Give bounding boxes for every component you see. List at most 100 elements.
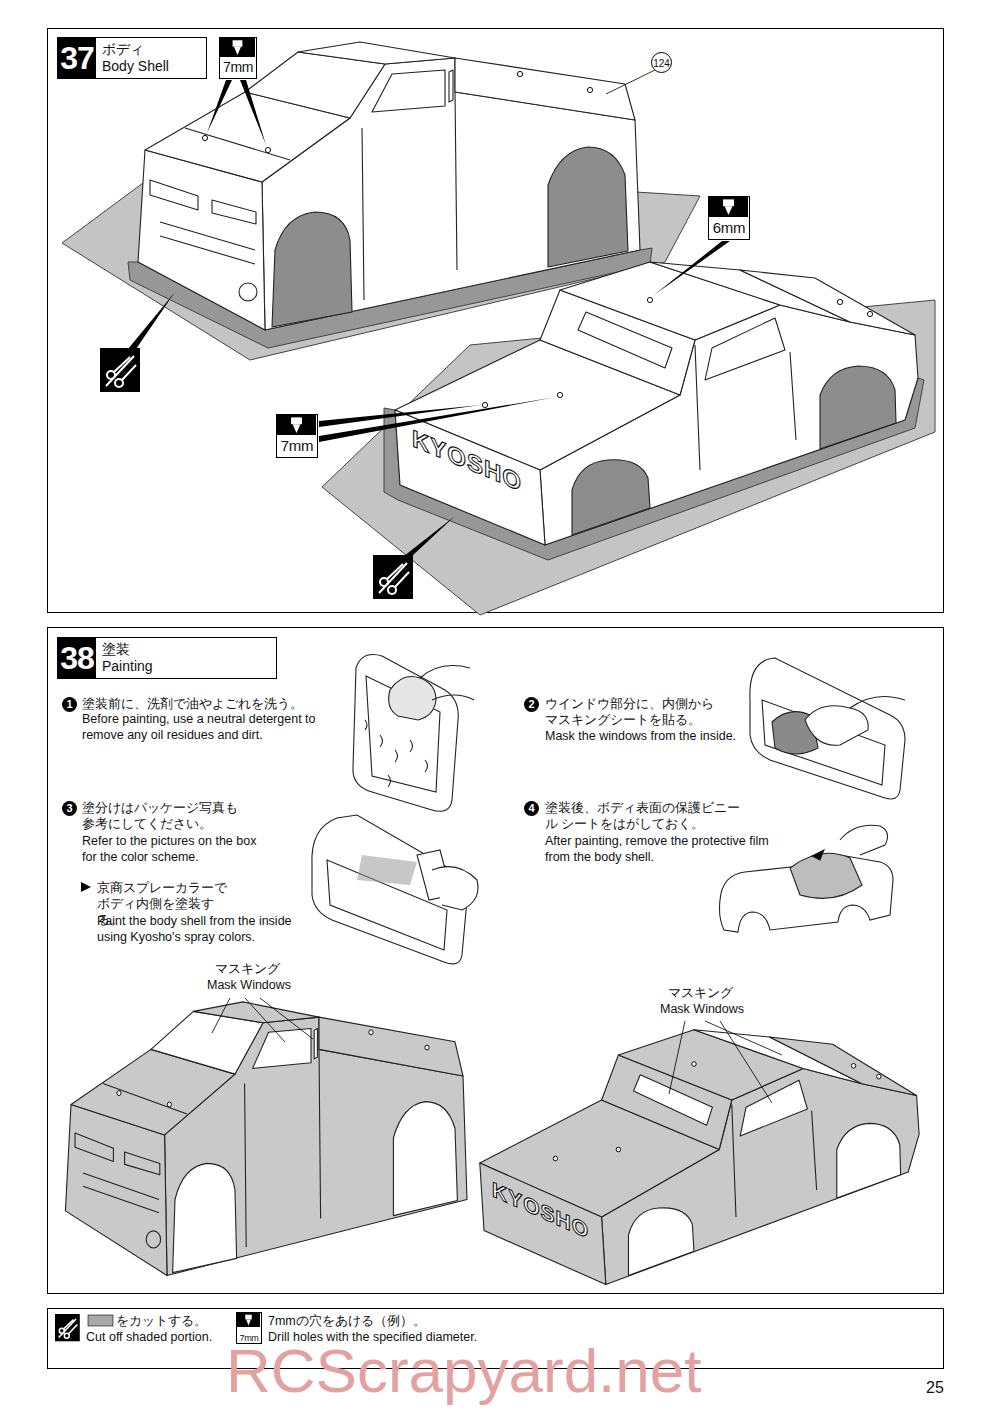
mask-label-en: Mask Windows bbox=[207, 977, 291, 993]
watermark: RCScrapyard.net bbox=[226, 1340, 702, 1402]
drill-size-icon: 7mm bbox=[219, 37, 257, 79]
mount-hole bbox=[167, 1102, 171, 1107]
mask-leader bbox=[669, 1021, 685, 1094]
mask-leader bbox=[705, 1021, 782, 1055]
fog-light bbox=[146, 1231, 160, 1248]
drill-symbol bbox=[220, 38, 255, 57]
window bbox=[634, 1075, 713, 1125]
wheel-arch bbox=[628, 1208, 694, 1276]
cut-icon bbox=[387, 564, 409, 587]
drill-leader bbox=[128, 80, 730, 556]
mask-illustration bbox=[850, 696, 905, 708]
instruction-ja: ウインドウ部分に、内側から マスキングシートを貼る。 bbox=[545, 696, 715, 728]
drill-symbol bbox=[237, 1313, 260, 1327]
mount-hole bbox=[482, 402, 487, 407]
mount-hole bbox=[867, 311, 872, 316]
drill-size: 7mm bbox=[281, 435, 313, 456]
step-number: 3 bbox=[62, 801, 77, 816]
drill-symbol bbox=[246, 1319, 251, 1325]
truck-body-front bbox=[138, 42, 640, 330]
drill-symbol bbox=[723, 199, 734, 206]
drill-symbol bbox=[245, 1315, 251, 1320]
film-illustration bbox=[840, 825, 888, 855]
drill-leader bbox=[207, 80, 232, 133]
mount-hole bbox=[692, 1062, 696, 1067]
headlight bbox=[212, 200, 256, 224]
cut-icon bbox=[100, 348, 140, 392]
drill-symbol bbox=[237, 1313, 260, 1327]
cut-icon bbox=[373, 555, 413, 599]
cut-icon bbox=[373, 555, 413, 599]
mask-label-en: Mask Windows bbox=[660, 1001, 744, 1017]
drill-leader bbox=[240, 80, 266, 145]
tailgate bbox=[395, 410, 545, 545]
cut-icon bbox=[114, 357, 136, 380]
mount-hole bbox=[553, 1156, 557, 1161]
mask-illustration bbox=[805, 706, 868, 746]
drill-size-icon: 6mm bbox=[708, 196, 750, 240]
instruction-en: After painting, remove the protective fi… bbox=[545, 833, 770, 865]
legend-en: Cut off shaded portion. bbox=[86, 1329, 212, 1345]
wash-illustration bbox=[366, 676, 440, 792]
drill-size: 6mm bbox=[713, 217, 745, 238]
cut-icon bbox=[64, 1333, 69, 1338]
step-number: 38 bbox=[58, 638, 96, 678]
body-line bbox=[732, 1105, 817, 1218]
wash-illustration bbox=[353, 655, 458, 812]
mount-hole bbox=[425, 1045, 429, 1050]
drill-size: 7mm bbox=[223, 57, 253, 77]
film-illustration bbox=[812, 850, 824, 860]
drill-symbol bbox=[725, 206, 733, 215]
drill-symbol bbox=[291, 417, 302, 424]
mount-hole bbox=[616, 1147, 620, 1152]
cut-icon bbox=[106, 356, 136, 387]
wash-illustration bbox=[389, 677, 436, 721]
window bbox=[314, 1029, 317, 1059]
drill-symbol bbox=[709, 197, 748, 217]
drill-leader bbox=[654, 241, 730, 295]
panel-frame bbox=[48, 29, 944, 613]
instruction-ja: 塗分けはパッケージ写真も 参考にしてください。 bbox=[82, 800, 240, 832]
body-bed bbox=[455, 58, 635, 120]
drill-leader bbox=[404, 516, 455, 556]
cut-icon bbox=[59, 1328, 64, 1333]
cut-icon bbox=[59, 1319, 78, 1338]
step-title: ボディ Body Shell bbox=[102, 41, 174, 75]
body-bed bbox=[319, 1017, 463, 1076]
shade-swatch bbox=[88, 1315, 113, 1326]
part-number: 124 bbox=[653, 55, 670, 73]
wheel-arch bbox=[548, 147, 628, 267]
headlight bbox=[75, 1133, 113, 1162]
drill-symbol bbox=[709, 197, 748, 217]
mask-illustration bbox=[750, 658, 905, 799]
headlight bbox=[150, 180, 198, 210]
mask-label-ja: マスキング bbox=[215, 961, 280, 977]
spray-illustration bbox=[432, 867, 478, 910]
step-number: 4 bbox=[524, 801, 539, 816]
body-line bbox=[695, 345, 796, 470]
mount-hole bbox=[587, 87, 592, 92]
headlight bbox=[125, 1152, 160, 1175]
wheel-arch bbox=[272, 212, 352, 327]
mount-hole bbox=[877, 1074, 881, 1079]
mount-hole bbox=[117, 1091, 121, 1096]
cut-icon bbox=[64, 1320, 78, 1334]
mask-leader bbox=[260, 998, 313, 1039]
body-sheet bbox=[322, 300, 935, 615]
step-number: 2 bbox=[524, 697, 539, 712]
wash-illustration bbox=[353, 655, 474, 812]
body-roof bbox=[298, 42, 455, 64]
legend-ja: 7mmの穴をあける（例）。 bbox=[268, 1313, 426, 1329]
window bbox=[705, 318, 785, 380]
spray-illustration bbox=[357, 855, 417, 885]
step-header: 38塗装 Painting bbox=[57, 637, 277, 679]
mask-illustration bbox=[750, 658, 905, 799]
mask-leader bbox=[720, 1021, 772, 1103]
cut-icon bbox=[55, 1314, 80, 1341]
drill-symbol bbox=[220, 38, 255, 57]
instruction-en: Refer to the pictures on the box for the… bbox=[82, 833, 257, 865]
bullet-triangle bbox=[81, 882, 91, 892]
instruction-en: Paint the body shell from the inside usi… bbox=[97, 913, 312, 945]
cut-icon bbox=[115, 379, 123, 387]
drill-size-icon: 7mm bbox=[276, 414, 318, 458]
